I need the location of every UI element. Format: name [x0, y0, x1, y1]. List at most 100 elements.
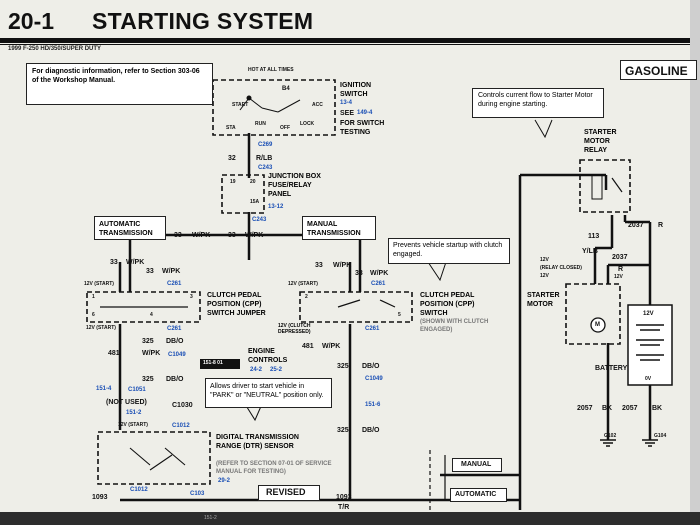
ref-tag: 151-8 01 — [200, 359, 240, 369]
n4: 4 — [150, 312, 153, 318]
c261a: C261 — [167, 281, 182, 287]
fuse-15a: 15A — [250, 199, 260, 205]
v12-start-c: 12V (START) — [86, 325, 116, 331]
run-label: RUN — [255, 121, 266, 127]
v12-start-b: 12V (START) — [288, 281, 318, 287]
ref-29-2: 29-2 — [218, 478, 231, 484]
dbo-a: DB/O — [166, 338, 184, 345]
w113: 113 — [588, 233, 600, 240]
automatic-box: AUTOMATIC — [450, 488, 507, 502]
w33c: 33 — [110, 259, 118, 266]
dbo-d: DB/O — [362, 427, 380, 434]
cpp-jumper-label: CLUTCH PEDAL POSITION (CPP) SWITCH JUMPE… — [207, 292, 266, 317]
not-used: (NOT USED) — [106, 399, 147, 406]
vehicle-label: 1999 F-250 HD/350/SUPER DUTY — [8, 46, 102, 52]
sta-label: STA — [226, 125, 236, 131]
relay-box — [579, 159, 631, 213]
c103: C103 — [190, 491, 205, 497]
off-label: OFF — [280, 125, 290, 131]
relay-12v-c: 12V — [614, 274, 623, 280]
c1030: C1030 — [172, 402, 193, 409]
ylb: Y/LB — [582, 248, 598, 255]
section-number: 20-1 — [8, 8, 55, 34]
n5: 5 — [398, 312, 401, 318]
dtr-label: DIGITAL TRANSMISSION RANGE (DTR) SENSOR — [216, 434, 299, 450]
bk-b: BK — [652, 405, 663, 412]
w325b: 325 — [337, 363, 349, 370]
dtr-sensor-box — [97, 431, 211, 485]
diagnostic-note-box: For diagnostic information, refer to Sec… — [26, 63, 213, 105]
lock-label: LOCK — [300, 121, 315, 127]
wpk-e: W/PK — [333, 262, 352, 269]
ref-tag-label: 151-8 01 — [203, 360, 223, 366]
c261d: C261 — [365, 326, 380, 332]
ignition-switch-label: IGNITION SWITCH — [340, 82, 372, 98]
clutch-note: Prevents vehicle startup with clutch eng… — [393, 242, 503, 258]
w481b: 481 — [302, 343, 314, 350]
cpp-switch-box — [299, 291, 413, 323]
park-neutral-note-box: Allows driver to start vehicle in "PARK"… — [205, 378, 332, 408]
revised-box: REVISED — [258, 485, 320, 501]
man-trans-label: MANUAL TRANSMISSION — [307, 221, 361, 237]
relay-state: (RELAY CLOSED) — [540, 265, 582, 271]
c269-label: C269 — [258, 142, 273, 148]
w33d: 33 — [146, 268, 154, 275]
junction-box-label: JUNCTION BOX FUSE/RELAY PANEL — [268, 173, 321, 198]
relay-12v-b: 12V — [540, 273, 549, 279]
ref-24-2: 24-2 — [250, 367, 263, 373]
dbo-b: DB/O — [362, 363, 380, 370]
w325a: 325 — [142, 338, 154, 345]
bk-a: BK — [602, 405, 613, 412]
w325c: 325 — [142, 376, 154, 383]
wpk-f: W/PK — [370, 270, 389, 277]
w33b: 33 — [228, 232, 236, 239]
n6: 6 — [92, 312, 95, 318]
diagnostic-note: For diagnostic information, refer to Sec… — [32, 68, 200, 84]
g102: G102 — [604, 433, 617, 439]
c1012b: C1012 — [130, 487, 148, 493]
ref-151-6: 151-6 — [365, 402, 381, 408]
page-title: STARTING SYSTEM — [92, 8, 314, 34]
c1049: C1049 — [168, 352, 186, 358]
relay-12v: 12V — [540, 257, 549, 263]
c261b: C261 — [371, 281, 386, 287]
v12-start-a: 12V (START) — [84, 281, 114, 287]
c1051: C1051 — [128, 387, 146, 393]
c261c: C261 — [167, 326, 182, 332]
start-label: START — [232, 102, 249, 108]
fuse-20: 20 — [250, 179, 256, 185]
w33a: 33 — [174, 232, 182, 239]
w2037a: 2037 — [628, 222, 644, 229]
dtr-ref: (REFER TO SECTION 07-01 OF SERVICE MANUA… — [216, 461, 332, 475]
w1093a: 1093 — [92, 494, 108, 501]
automatic-label: AUTOMATIC — [455, 491, 497, 498]
wpk-c: W/PK — [126, 259, 145, 266]
cpp-switch-label: CLUTCH PEDAL POSITION (CPP) SWITCH — [420, 292, 475, 317]
w2057a: 2057 — [577, 405, 593, 412]
c1012: C1012 — [172, 423, 190, 429]
w2057b: 2057 — [622, 405, 638, 412]
battery-12v: 12V — [643, 311, 654, 317]
ignition-switch-box — [212, 79, 336, 136]
tr-label: T/R — [338, 504, 350, 511]
rlb-label: R/LB — [256, 155, 273, 162]
engine-controls: ENGINE CONTROLS — [248, 348, 288, 364]
engine-badge: GASOLINE — [620, 60, 697, 80]
junction-box-outline — [221, 174, 265, 214]
w2037b: 2037 — [612, 254, 628, 261]
n2: 2 — [305, 294, 308, 300]
motor-symbol — [590, 317, 606, 333]
w1093b: 1093 — [336, 494, 352, 501]
ref-151-4: 151-4 — [96, 386, 112, 392]
w33f: 33 — [355, 270, 363, 277]
motor-m: M — [595, 322, 600, 328]
w481: 481 — [108, 350, 120, 357]
revised-label: REVISED — [266, 487, 306, 497]
page-ref: 151-2 — [204, 515, 217, 521]
ref-151-2: 151-2 — [126, 410, 142, 416]
r-b: R — [618, 266, 624, 273]
junction-ref: 13-12 — [268, 204, 284, 210]
c243-label: C243 — [258, 165, 273, 171]
